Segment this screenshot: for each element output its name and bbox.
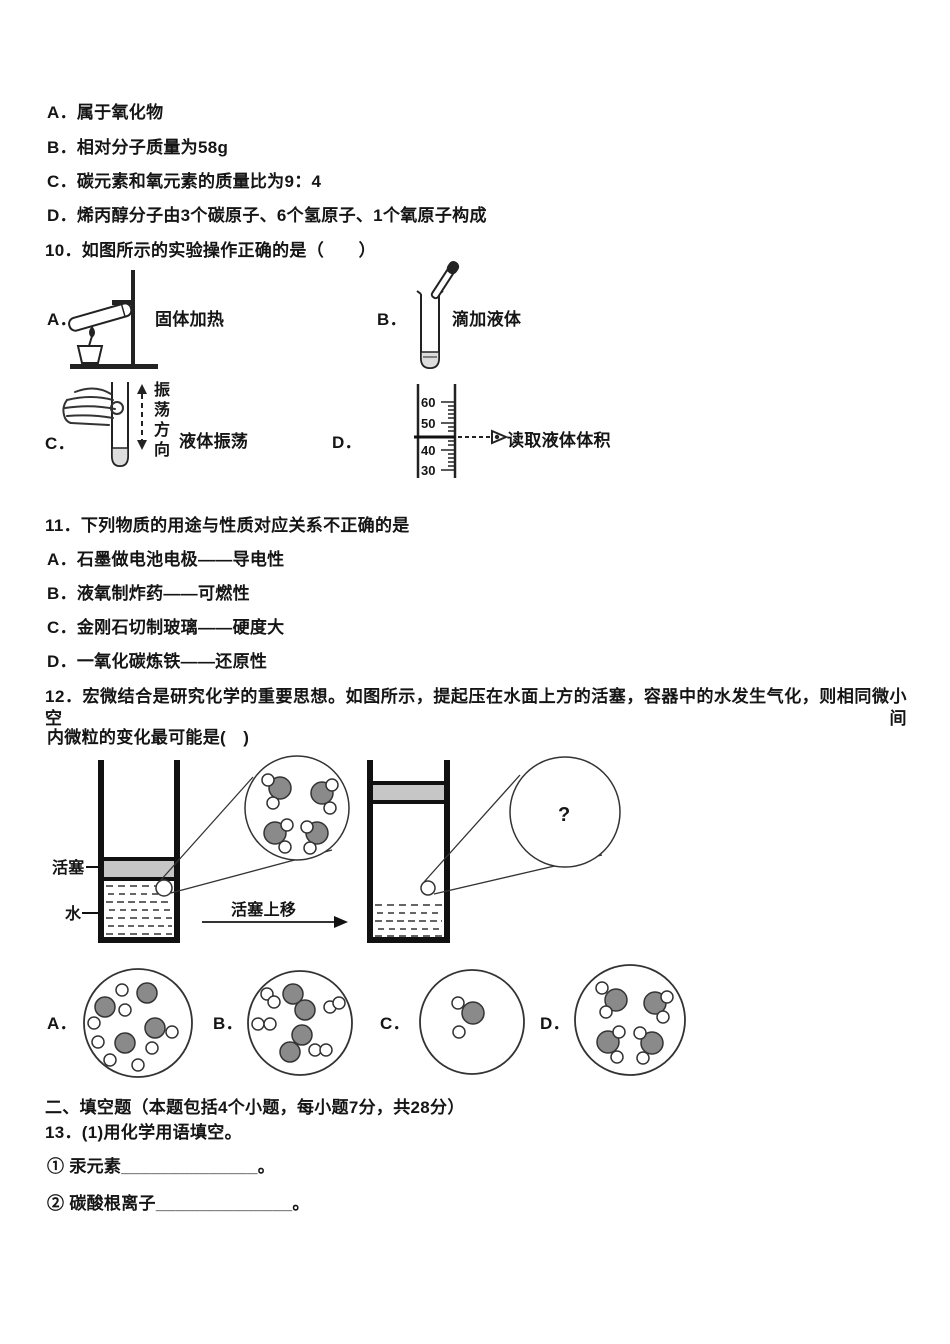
question-mark: ? (558, 804, 570, 826)
dropper (430, 261, 460, 300)
q12-option-a-label: A． (47, 1014, 77, 1033)
scale-ticks (441, 401, 455, 471)
shaking-tube-figure (62, 382, 147, 468)
q13-item-1: ① 汞元素______________。 (47, 1157, 276, 1176)
piston-up-arrow-label: 活塞上移 (231, 902, 297, 919)
piston (104, 857, 174, 881)
piston-cylinder-figure: ? (82, 755, 621, 943)
arrowhead-icon (334, 916, 348, 928)
q13-item-2: ② 碳酸根离子______________。 (47, 1194, 310, 1213)
sight-line (458, 429, 509, 445)
left-cylinder (82, 760, 180, 943)
scale-40: 40 (421, 443, 435, 458)
graduated-cylinder-figure: 60 50 40 30 (414, 384, 509, 478)
q10-stem: 10．如图所示的实验操作正确的是（ ） (45, 241, 376, 260)
test-tube (416, 290, 444, 370)
liquid (420, 351, 440, 369)
water-molecules (595, 981, 674, 1065)
scale-30: 30 (421, 463, 435, 478)
section2-heading: 二、填空题（本题包括4个小题，每小题7分，共28分） (45, 1098, 465, 1117)
single-molecule (451, 996, 485, 1039)
piston-label: 活塞 (52, 860, 85, 877)
q11-option-d: D．一氧化碳炼铁——还原性 (47, 652, 268, 671)
q9-option-c: C．碳元素和氧元素的质量比为9：4 (47, 172, 322, 191)
q12-option-c-particles (419, 969, 525, 1075)
q10-option-c-label: C． (45, 434, 75, 453)
separated-atoms (87, 982, 179, 1072)
shake-arrow (137, 384, 147, 450)
left-magnifier (155, 755, 350, 897)
q10-option-b-label: B． (377, 310, 407, 329)
q12-stem-line2: 内微粒的变化最可能是( ) (47, 728, 250, 747)
test-tube (111, 382, 129, 468)
q12-option-a-particles (83, 968, 193, 1078)
eye-icon (491, 429, 509, 445)
scale-50: 50 (421, 416, 435, 431)
water-molecules (261, 773, 339, 855)
q12-option-d-label: D． (540, 1014, 570, 1033)
q11-option-c: C．金刚石切制玻璃——硬度大 (47, 618, 285, 637)
q9-option-a: A．属于氧化物 (47, 103, 164, 122)
q11-stem: 11．下列物质的用途与性质对应关系不正确的是 (45, 516, 410, 535)
q10-caption-b: 滴加液体 (452, 310, 522, 329)
q12-option-b-label: B． (213, 1014, 243, 1033)
right-magnifier: ? (420, 756, 621, 896)
q9-option-d: D．烯丙醇分子由3个碳原子、6个氢原子、1个氧原子构成 (47, 206, 487, 225)
iron-stand (70, 270, 158, 369)
test-tube-tilted (68, 302, 133, 332)
right-cylinder (367, 760, 450, 943)
q12-stem-line1: 12．宏微结合是研究化学的重要思想。如图所示，提起压在水面上方的活塞，容器中的水… (45, 687, 907, 728)
scale-60: 60 (421, 395, 435, 410)
q11-option-a: A．石墨做电池电极——导电性 (47, 550, 285, 569)
q10-option-d-label: D． (332, 433, 362, 452)
q10-caption-a: 固体加热 (155, 310, 225, 329)
alcohol-lamp (76, 326, 104, 364)
hand (62, 387, 124, 426)
transition-arrow (202, 916, 348, 928)
q12-option-b-particles (247, 970, 353, 1076)
q12-option-d-particles (574, 964, 686, 1076)
q11-option-b: B．液氧制炸药——可燃性 (47, 584, 250, 603)
q13-stem: 13．(1)用化学用语填空。 (45, 1123, 242, 1142)
q9-option-b: B．相对分子质量为58g (47, 138, 229, 157)
q10-caption-c: 液体振荡 (179, 432, 249, 451)
water (375, 904, 442, 937)
water-label: 水 (65, 906, 82, 923)
shake-direction-label: 振荡方向 (151, 381, 168, 461)
dropper-apparatus-figure (416, 261, 460, 370)
q10-caption-d: 读取液体体积 (507, 431, 611, 450)
heating-apparatus-figure (68, 270, 158, 369)
flame-icon (89, 326, 95, 338)
paired-atoms (251, 983, 346, 1063)
piston (373, 781, 444, 804)
q12-option-c-label: C． (380, 1014, 410, 1033)
